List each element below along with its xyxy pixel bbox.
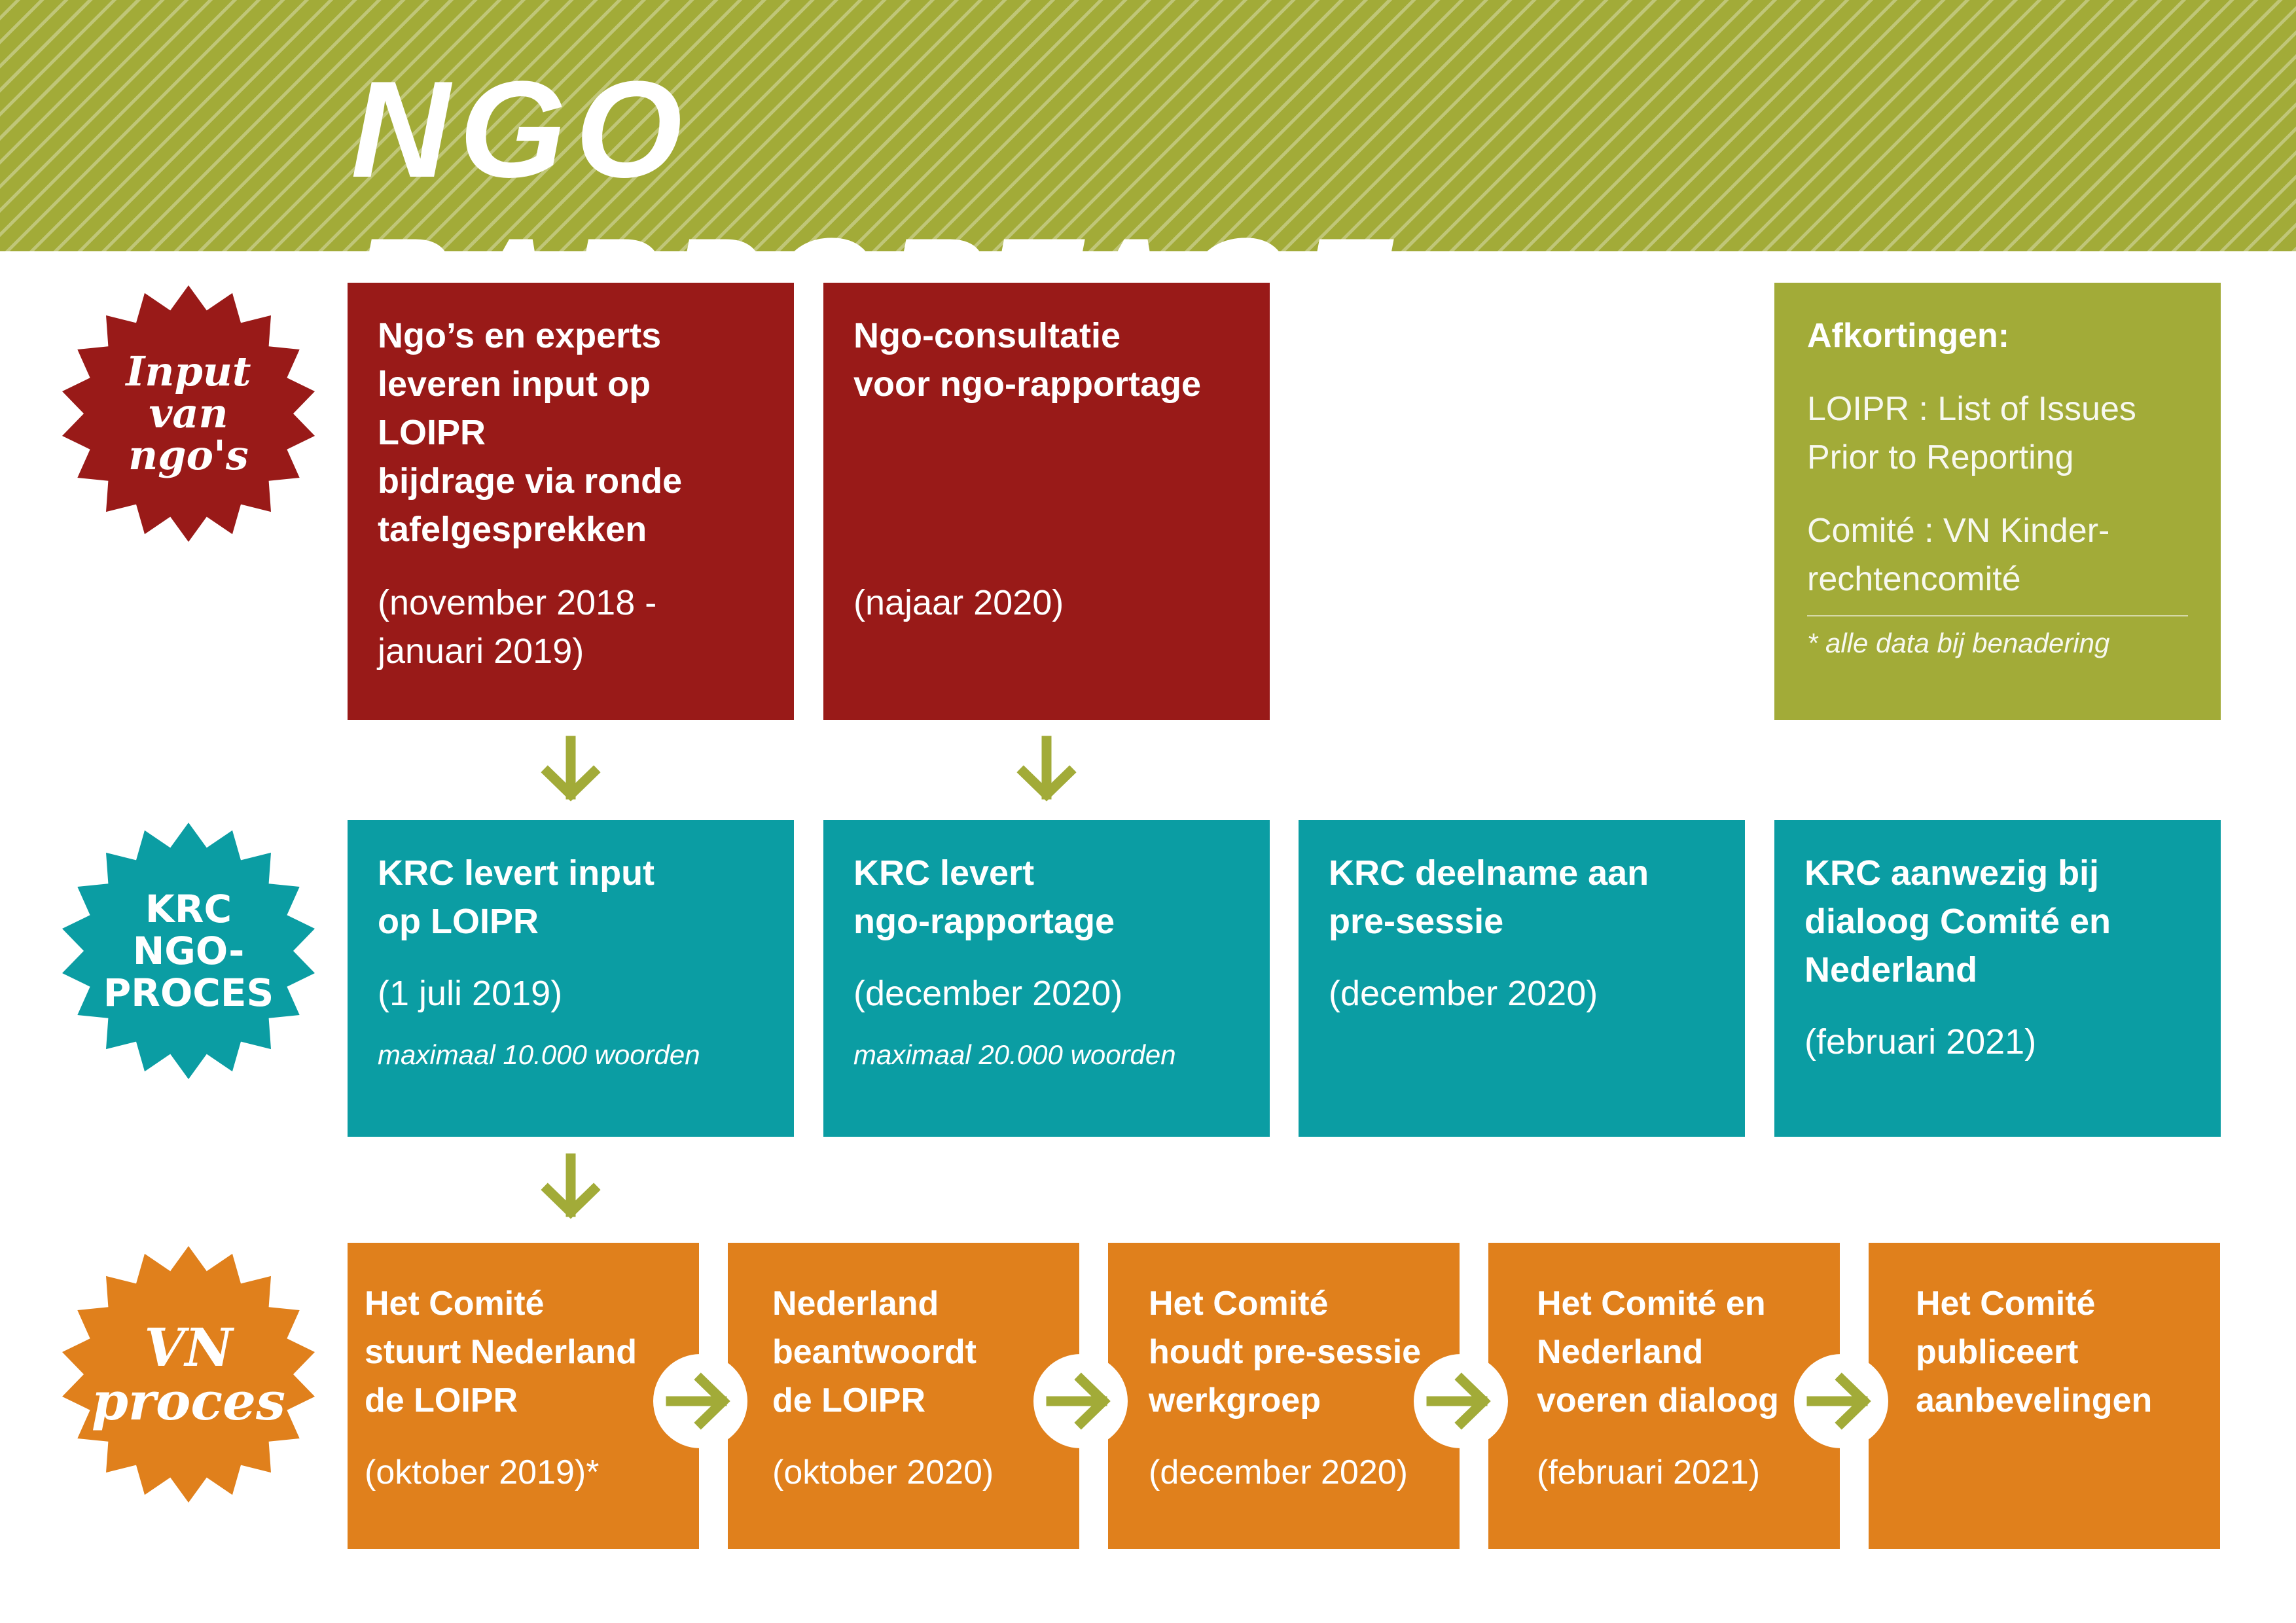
- box-heading: Het Comité houdt pre-sessie werkgroep: [1149, 1285, 1422, 1419]
- box-heading: KRC deelname aan pre-sessie: [1329, 853, 1649, 941]
- arrow-right-icon: [1033, 1354, 1128, 1448]
- arrow-right-icon: [653, 1354, 747, 1448]
- box-heading: Ngo’s en experts leveren input op LOIPR …: [378, 316, 683, 549]
- header-banner: NGO RAPPORTAGE: [0, 0, 2296, 363]
- box-heading: KRC levert input op LOIPR: [378, 853, 655, 941]
- badge-label: KRC NGO- PROCES: [103, 887, 274, 1015]
- box-date: (februari 2021): [1537, 1454, 1761, 1491]
- box-date: (1 juli 2019): [378, 974, 563, 1013]
- box-heading: KRC aanwezig bij dialoog Comité en Neder…: [1804, 853, 2111, 990]
- krc-box-input-loipr: KRC levert input op LOIPR (1 juli 2019) …: [348, 820, 794, 1137]
- vn-box-dialogue: Het Comité en Nederland voeren dialoog (…: [1488, 1243, 1840, 1549]
- vn-box-loipr-answered: Nederland beantwoordt de LOIPR (oktober …: [728, 1243, 1079, 1549]
- krc-box-dialogue: KRC aanwezig bij dialoog Comité en Neder…: [1774, 820, 2221, 1137]
- box-note: maximaal 10.000 woorden: [378, 1039, 700, 1070]
- abbreviations-box: Afkortingen: LOIPR : List of Issues Prio…: [1774, 283, 2221, 720]
- krc-box-pre-session: KRC deelname aan pre-sessie (december 20…: [1299, 820, 1745, 1137]
- abbreviations-title: Afkortingen:: [1807, 317, 2010, 355]
- badge-krc-ngo-proces: KRC NGO- PROCES: [58, 820, 319, 1082]
- badge-star-shape: [62, 823, 315, 1079]
- box-heading: Het Comité en Nederland voeren dialoog: [1537, 1285, 1779, 1419]
- badge-label: VN proces: [91, 1317, 286, 1432]
- box-date: (najaar 2020): [853, 583, 1064, 622]
- box-heading: Ngo-consultatie voor ngo-rapportage: [853, 316, 1202, 404]
- divider: [1807, 615, 2188, 616]
- box-date: (oktober 2020): [772, 1454, 994, 1491]
- arrow-down-icon: [1016, 736, 1077, 802]
- badge-input-van-ngos: Input van ngo's: [58, 283, 319, 544]
- arrow-down-icon: [541, 736, 601, 802]
- box-heading: Nederland beantwoordt de LOIPR: [772, 1285, 977, 1419]
- starburst-icon: [62, 285, 315, 542]
- box-note: maximaal 20.000 woorden: [853, 1039, 1176, 1070]
- box-date: (december 2020): [1149, 1454, 1408, 1491]
- abbreviation-loipr: LOIPR : List of Issues Prior to Reportin…: [1807, 390, 2136, 476]
- arrow-right-icon: [1414, 1354, 1508, 1448]
- box-date: (november 2018 - januari 2019): [378, 583, 657, 671]
- abbreviation-comite: Comité : VN Kinder- rechtencomité: [1807, 512, 2110, 598]
- box-date: (december 2020): [853, 974, 1123, 1013]
- arrow-down-icon: [541, 1153, 601, 1219]
- starburst-icon: [62, 823, 315, 1079]
- badge-vn-proces: VN proces: [58, 1243, 319, 1505]
- starburst-icon: [62, 1246, 315, 1503]
- badge-star-shape: [62, 1246, 315, 1503]
- box-date: (december 2020): [1329, 974, 1598, 1013]
- input-box-ngo-consultation: Ngo-consultatie voor ngo-rapportage (naj…: [823, 283, 1270, 720]
- box-heading: KRC levert ngo-rapportage: [853, 853, 1115, 941]
- badge-label: Input van ngo's: [126, 348, 251, 479]
- box-heading: Het Comité stuurt Nederland de LOIPR: [365, 1285, 637, 1419]
- arrow-right-icon: [1794, 1354, 1888, 1448]
- box-date: (oktober 2019)*: [365, 1454, 600, 1491]
- box-heading: Het Comité publiceert aanbevelingen: [1916, 1285, 2153, 1419]
- vn-box-pre-session: Het Comité houdt pre-sessie werkgroep (d…: [1108, 1243, 1460, 1549]
- page-title: NGO RAPPORTAGE: [351, 52, 1390, 363]
- krc-box-ngo-report: KRC levert ngo-rapportage (december 2020…: [823, 820, 1270, 1137]
- input-box-round-tables: Ngo’s en experts leveren input op LOIPR …: [348, 283, 794, 720]
- approximation-note: * alle data bij benadering: [1807, 628, 2110, 658]
- vn-box-loipr-sent: Het Comité stuurt Nederland de LOIPR (ok…: [348, 1243, 699, 1549]
- badge-star-shape: [62, 285, 315, 542]
- box-date: (februari 2021): [1804, 1022, 2037, 1061]
- vn-box-recommendations: Het Comité publiceert aanbevelingen: [1869, 1243, 2220, 1549]
